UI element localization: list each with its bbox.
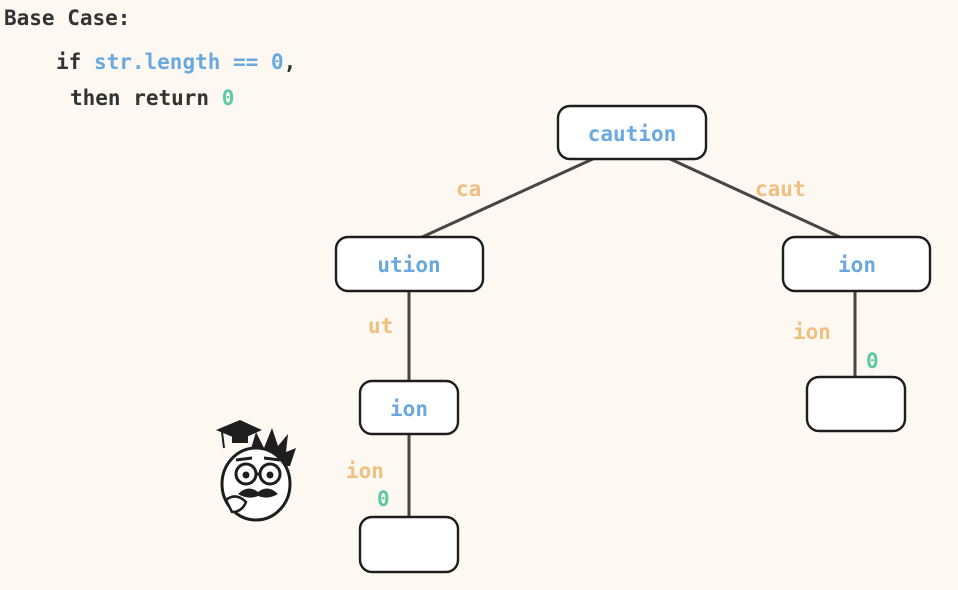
comma: , (283, 50, 297, 74)
edge-label-ut: ut (368, 314, 393, 338)
edge-label-ion-right: ion (793, 320, 831, 344)
node-right-leaf (805, 375, 907, 433)
node-left-leaf (358, 515, 460, 574)
node-right (781, 235, 932, 293)
node-left (334, 235, 485, 293)
edge-root-left (419, 156, 596, 240)
professor-mascot-icon (216, 420, 296, 522)
edge-root-right (667, 156, 843, 240)
code-line-if: if str.length == 0, (56, 50, 296, 74)
code-line-return: then return 0 (70, 86, 234, 110)
node-root (556, 104, 708, 161)
node-right-label: ion (838, 253, 876, 277)
if-keyword: if (56, 50, 94, 74)
edge-label-ca: ca (456, 177, 481, 201)
return-zero-left: 0 (377, 487, 390, 511)
return-value: 0 (221, 86, 235, 110)
node-left-label: ution (377, 253, 440, 277)
condition-expression: str.length == 0 (93, 50, 284, 74)
base-case-heading: Base Case: (4, 6, 131, 30)
node-root-label: caution (588, 122, 677, 146)
return-zero-right: 0 (866, 349, 879, 373)
node-left-child-label: ion (390, 397, 428, 421)
edge-label-ion-left: ion (346, 459, 384, 483)
node-left-child (358, 379, 460, 436)
edge-label-caut: caut (755, 177, 806, 201)
return-keyword: then return (70, 86, 222, 110)
